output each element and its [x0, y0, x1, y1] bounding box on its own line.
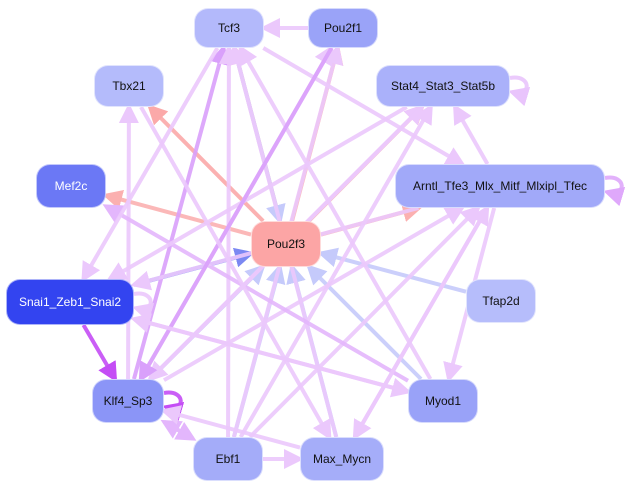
edge-klf4_sp3-to-arntl — [162, 205, 466, 382]
node-label: Tcf3 — [217, 21, 240, 35]
edge-klf4_sp3-to-tbx21 — [118, 103, 139, 380]
node-label: Tbx21 — [112, 79, 146, 93]
node-label: Myod1 — [424, 394, 462, 408]
node-label: Snai1_Zeb1_Snai2 — [18, 295, 122, 309]
edge-myod1-to-tcf3 — [238, 44, 433, 380]
node-ebf1[interactable]: Ebf1 — [193, 437, 263, 481]
node-klf4-sp3[interactable]: Klf4_Sp3 — [92, 379, 164, 423]
edge-tbx21-to-max_mycn — [139, 106, 332, 441]
node-snai1-zeb1-snai2[interactable]: Snai1_Zeb1_Snai2 — [6, 279, 134, 325]
node-arntl-tfe3-mlx-mitf-mlxipl-tfec[interactable]: Arntl_Tfe3_Mlx_Mitf_Mlxipl_Tfec — [395, 164, 605, 208]
edge-snai1-to-klf4_sp3 — [81, 323, 118, 383]
edge-arntl-to-arntl — [603, 175, 626, 207]
node-myod1[interactable]: Myod1 — [408, 379, 478, 423]
edge-arntl-to-max_mycn — [352, 206, 489, 441]
node-tcf3[interactable]: Tcf3 — [194, 8, 264, 48]
node-stat4-stat3-stat5b[interactable]: Stat4_Stat3_Stat5b — [376, 65, 510, 107]
node-label: Max_Mycn — [312, 452, 371, 466]
edge-ebf1-to-tcf3 — [218, 44, 239, 438]
edge-max_mycn-to-klf4_sp3 — [160, 405, 301, 450]
edge-snai1-to-myod1 — [133, 317, 412, 398]
node-pou2f3[interactable]: Pou2f3 — [251, 221, 321, 267]
edge-stat4_stat3_stat5b-to-stat4_stat3_stat5b — [508, 75, 531, 107]
node-max-mycn[interactable]: Max_Mycn — [300, 437, 384, 481]
edge-stat4_stat3_stat5b-to-snai1 — [106, 105, 408, 282]
edge-ebf1-to-stat4_stat3_stat5b — [238, 103, 433, 438]
node-mef2c[interactable]: Mef2c — [36, 164, 106, 208]
node-label: Arntl_Tfe3_Mlx_Mitf_Mlxipl_Tfec — [412, 179, 588, 193]
edge-pou2f3-to-tbx21 — [147, 104, 265, 223]
node-label: Ebf1 — [215, 452, 241, 466]
node-label: Stat4_Stat3_Stat5b — [390, 79, 496, 93]
edge-klf4_sp3-to-klf4_sp3 — [162, 390, 185, 422]
node-label: Pou2f3 — [266, 237, 306, 251]
edge-klf4_sp3-to-ebf1 — [162, 420, 197, 441]
node-label: Pou2f1 — [323, 21, 363, 35]
edge-ebf1-to-arntl — [248, 205, 481, 439]
node-pou2f1[interactable]: Pou2f1 — [308, 8, 378, 48]
edge-snai1-to-snai1 — [132, 291, 155, 323]
node-label: Tfap2d — [482, 294, 520, 308]
edge-pou2f1-to-klf4_sp3 — [138, 47, 334, 383]
edge-tcf3-to-arntl — [262, 46, 466, 167]
edge-myod1-to-mef2c — [102, 204, 410, 383]
node-tfap2d[interactable]: Tfap2d — [466, 279, 536, 323]
edge-tcf3-to-snai1 — [81, 46, 220, 283]
node-tbx21[interactable]: Tbx21 — [94, 65, 164, 107]
node-label: Klf4_Sp3 — [103, 394, 153, 408]
node-label: Mef2c — [54, 179, 88, 193]
edge-arntl-to-stat4_stat3_stat5b — [452, 103, 490, 165]
